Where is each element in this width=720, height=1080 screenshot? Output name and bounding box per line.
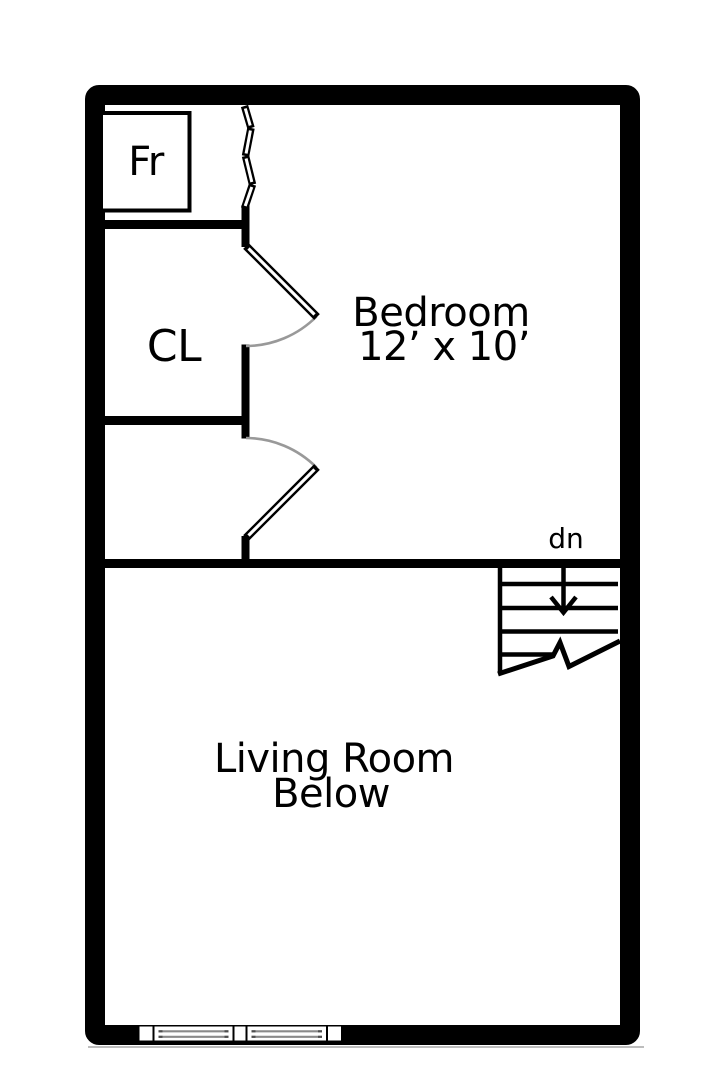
closet-door-swing-arc [245,315,318,348]
living-room-label-line2: Below [272,771,390,817]
window-sash [247,1026,326,1041]
window-glass-lines [158,1030,322,1038]
fridge-label: Fr [128,139,165,185]
fridge-box [99,111,192,213]
living-room-label-line1: Living Room [214,736,454,782]
closet-door [243,243,320,348]
bedroom-dimensions: 12’ x 10’ [358,324,530,370]
window-jamb [328,1026,341,1041]
lower-room-door [243,436,320,541]
stairs [497,560,622,677]
bedroom-label: Bedroom [352,290,529,336]
stairs-down-arrow-icon [549,561,578,617]
lower-door-swing-arc [245,436,318,469]
stairs-down-label: dn [548,522,584,555]
window-jamb [139,1026,153,1041]
window-symbol [139,1026,341,1041]
stair-break-line-icon [497,636,622,677]
window-jamb [234,1026,246,1041]
window-sash [154,1026,233,1041]
zigzag-opening-icon [240,104,257,210]
window-glass-ends [158,1030,322,1038]
closet-label: CL [147,321,202,372]
